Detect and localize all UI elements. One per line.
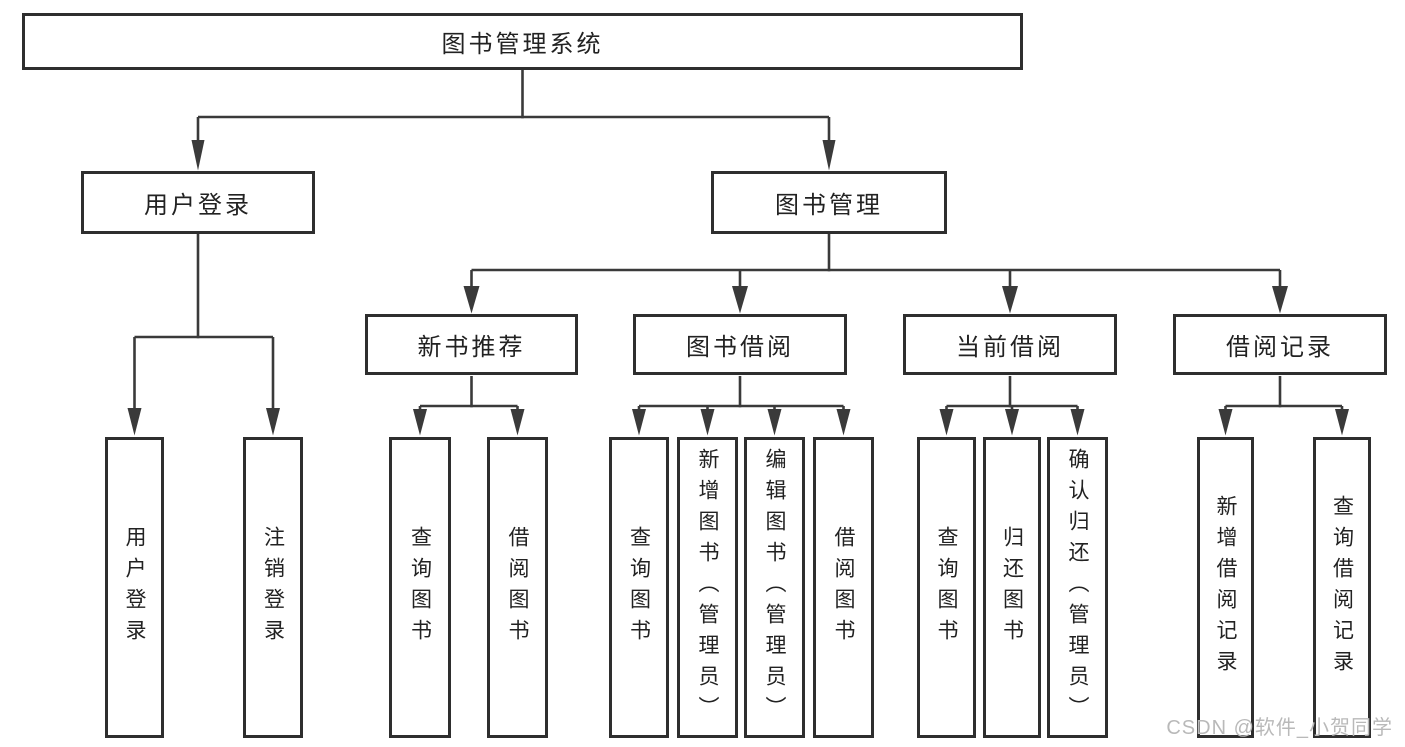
leaf-borrow-book-label: 借阅图书 <box>832 525 855 650</box>
leaf-borrow-query: 查询图书 <box>609 437 669 738</box>
connector-root-to-level2 <box>191 69 836 171</box>
connector-book-mgmt-to-level3 <box>463 234 1288 314</box>
node-borrow-records-label: 借阅记录 <box>1226 334 1334 361</box>
leaf-newbook-borrow-label: 借阅图书 <box>506 525 529 650</box>
node-user-login-label: 用户登录 <box>144 192 252 219</box>
leaf-records-query-label: 查询借阅记录 <box>1330 494 1354 681</box>
node-current-borrow-label: 当前借阅 <box>956 334 1064 361</box>
node-book-borrow: 图书借阅 <box>633 314 847 375</box>
node-new-book-rec: 新书推荐 <box>365 314 578 375</box>
leaf-borrow-edit: 编辑图书（管理员） <box>744 437 805 738</box>
connector-user-login-to-leaves <box>127 234 280 436</box>
connector-book-borrow-to-leaves <box>632 376 851 436</box>
node-book-mgmt: 图书管理 <box>711 171 947 234</box>
csdn-watermark: CSDN @软件_小贺同学 <box>1166 717 1393 739</box>
node-book-mgmt-label: 图书管理 <box>775 192 883 219</box>
leaf-borrow-book: 借阅图书 <box>813 437 874 738</box>
node-borrow-records: 借阅记录 <box>1173 314 1387 375</box>
node-book-borrow-label: 图书借阅 <box>686 334 794 361</box>
leaf-current-confirm: 确认归还（管理员） <box>1047 437 1108 738</box>
leaf-logout-label: 注销登录 <box>261 525 285 650</box>
leaf-newbook-borrow: 借阅图书 <box>487 437 548 738</box>
leaf-borrow-add: 新增图书（管理员） <box>677 437 738 738</box>
leaf-borrow-edit-label: 编辑图书（管理员） <box>763 448 786 727</box>
leaf-user-login: 用户登录 <box>105 437 164 738</box>
leaf-current-query-label: 查询图书 <box>935 525 958 650</box>
leaf-borrow-query-label: 查询图书 <box>627 525 651 650</box>
leaf-current-return: 归还图书 <box>983 437 1041 738</box>
node-root-label: 图书管理系统 <box>441 31 604 58</box>
leaf-records-query: 查询借阅记录 <box>1313 437 1371 738</box>
leaf-logout: 注销登录 <box>243 437 303 738</box>
leaf-records-add-label: 新增借阅记录 <box>1214 494 1237 681</box>
leaf-current-confirm-label: 确认归还（管理员） <box>1066 448 1089 727</box>
leaf-current-return-label: 归还图书 <box>1000 525 1024 650</box>
leaf-newbook-query-label: 查询图书 <box>408 525 432 650</box>
node-root: 图书管理系统 <box>22 13 1023 70</box>
node-user-login: 用户登录 <box>81 171 315 234</box>
leaf-current-query: 查询图书 <box>917 437 976 738</box>
connector-borrow-records-to-leaves <box>1218 376 1349 436</box>
leaf-user-login-label: 用户登录 <box>123 525 146 650</box>
node-new-book-rec-label: 新书推荐 <box>417 334 526 361</box>
node-current-borrow: 当前借阅 <box>903 314 1117 375</box>
connector-current-borrow-to-leaves <box>939 376 1085 436</box>
leaf-records-add: 新增借阅记录 <box>1197 437 1254 738</box>
leaf-newbook-query: 查询图书 <box>389 437 451 738</box>
leaf-borrow-add-label: 新增图书（管理员） <box>696 448 719 727</box>
connector-new-book-to-leaves <box>413 376 525 436</box>
